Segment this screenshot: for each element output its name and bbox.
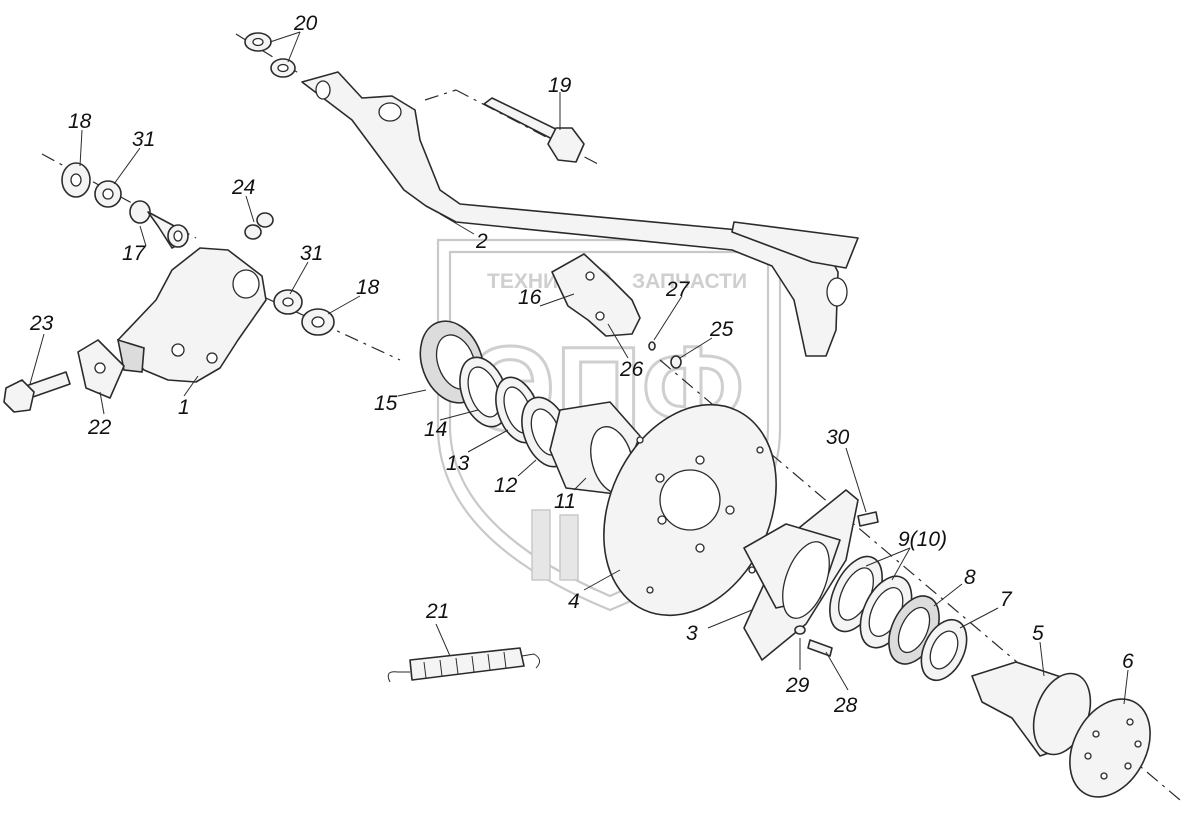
part-flanged-hub bbox=[743, 489, 859, 661]
callout-23: 23 bbox=[29, 312, 54, 335]
part-nut-pair bbox=[244, 32, 296, 78]
callout-21: 21 bbox=[425, 600, 449, 623]
callout-16: 16 bbox=[518, 286, 542, 309]
callout-13: 13 bbox=[446, 452, 470, 475]
part-bolt-short bbox=[3, 371, 71, 413]
part-large-disc bbox=[603, 403, 777, 617]
callout-25: 25 bbox=[709, 318, 734, 341]
callout-28: 28 bbox=[833, 694, 858, 717]
callout-4: 4 bbox=[568, 590, 580, 613]
callout-labels: 20 19 18 31 24 17 2 31 18 16 27 25 23 26… bbox=[29, 12, 1134, 717]
callout-29: 29 bbox=[785, 674, 810, 697]
callout-15: 15 bbox=[374, 392, 398, 415]
part-spring bbox=[387, 647, 540, 683]
callout-18: 18 bbox=[356, 276, 380, 299]
callout-31: 31 bbox=[132, 128, 155, 151]
callout-17: 17 bbox=[122, 242, 147, 265]
leader-lines bbox=[29, 31, 1129, 705]
callout-11: 11 bbox=[554, 490, 576, 513]
callout-14: 14 bbox=[424, 418, 447, 441]
callout-7: 7 bbox=[1000, 588, 1013, 611]
watermark-brand-right: ЗАПЧАСТИ bbox=[632, 270, 747, 293]
callout-6: 6 bbox=[1122, 650, 1134, 673]
part-plate bbox=[77, 339, 125, 399]
part-bracket bbox=[116, 247, 267, 383]
callout-2: 2 bbox=[475, 230, 488, 253]
callout-19: 19 bbox=[548, 74, 572, 97]
callout-5: 5 bbox=[1032, 622, 1044, 645]
part-small-nuts bbox=[244, 212, 274, 240]
callout-3: 3 bbox=[686, 622, 698, 645]
callout-27: 27 bbox=[665, 278, 691, 301]
part-bushing-set-right bbox=[273, 289, 335, 336]
callout-31: 31 bbox=[300, 242, 323, 265]
part-end-cap bbox=[1069, 698, 1151, 798]
part-bolt-long bbox=[483, 97, 585, 163]
part-pins bbox=[648, 341, 682, 369]
callout-8: 8 bbox=[964, 566, 976, 589]
part-bushing-set-left bbox=[61, 162, 189, 249]
callout-18: 18 bbox=[68, 110, 92, 133]
part-seal-rings bbox=[829, 555, 968, 682]
callout-24: 24 bbox=[231, 176, 255, 199]
callout-30: 30 bbox=[826, 426, 850, 449]
callout-20: 20 bbox=[293, 12, 318, 35]
part-lever-arm bbox=[301, 71, 859, 357]
part-small-fasteners bbox=[794, 511, 879, 657]
part-cam-plate bbox=[551, 253, 641, 337]
callout-12: 12 bbox=[494, 474, 518, 497]
callout-22: 22 bbox=[87, 416, 112, 439]
callout-9-10: 9(10) bbox=[898, 528, 947, 551]
callout-26: 26 bbox=[619, 358, 644, 381]
callout-1: 1 bbox=[178, 396, 190, 419]
